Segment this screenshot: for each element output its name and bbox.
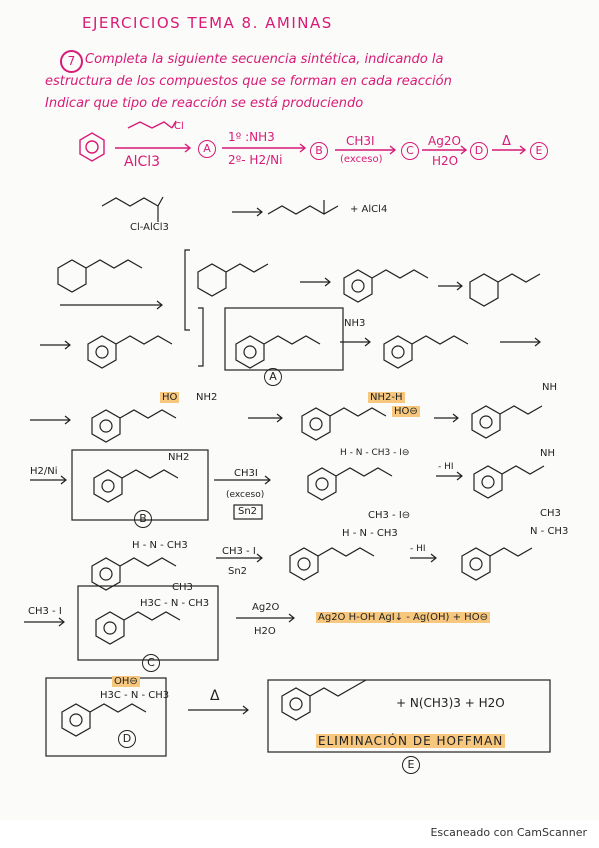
compound-b-marker: B <box>310 142 328 160</box>
quaternary-ammonium-label: H3C - N - CH3 <box>140 598 210 609</box>
question-number: 7 <box>60 50 83 73</box>
imine-label: NH <box>542 382 557 393</box>
aminium-label: NH2-H <box>368 392 405 403</box>
catalyst-label: AlCl3 <box>124 154 161 170</box>
silver-oxide-label: Ag2O <box>252 602 280 613</box>
scanner-watermark: Escaneado con CamScanner <box>430 826 587 839</box>
quaternary-top-methyl: CH3 <box>172 582 193 593</box>
instruction-line-3: Indicar que tipo de reacción se está pro… <box>45 96 364 111</box>
tertiary-amine-label: N - CH3 <box>530 526 569 537</box>
page-title: EJERCICIOS TEMA 8. AMINAS <box>82 14 333 32</box>
hoffman-elimination-title: ELIMINACIÓN DE HOFFMAN <box>316 734 506 748</box>
compound-e-box-label: E <box>402 756 420 774</box>
scanner-footer <box>0 820 599 848</box>
minus-hi-label: - HI <box>438 462 454 472</box>
hydroxide-label: HO⊖ <box>392 406 420 417</box>
notebook-page <box>0 0 599 820</box>
minus-hi-label-2: - HI <box>410 544 426 554</box>
iodide-ion-label: CH3 - I⊖ <box>368 510 411 521</box>
acyl-chloride-label: Cl <box>174 121 184 132</box>
hydrogenation-label: H2/Ni <box>30 466 58 477</box>
amine-label: NH2 <box>196 392 218 403</box>
primary-amine-label: NH2 <box>168 452 190 463</box>
ammonia-label: NH3 <box>344 318 366 329</box>
step3-bottom-label: (exceso) <box>340 154 383 165</box>
compound-b-box-label: B <box>134 510 152 528</box>
step4-top-label: Ag2O <box>428 134 461 148</box>
hydroxide-counterion: OH⊖ <box>112 676 140 687</box>
methyl-iodide-label-2: CH3 - I <box>222 546 256 557</box>
hydroxyl-label: HO <box>160 392 180 403</box>
secondary-amine-structure: H - N - CH3 <box>132 540 188 551</box>
water-label: H2O <box>254 626 276 637</box>
compound-d-marker: D <box>470 142 488 160</box>
instruction-line-1: Completa la siguiente secuencia sintétic… <box>85 52 444 67</box>
step3-top-label: CH3I <box>346 134 375 148</box>
complex-label: Cl-AlCl3 <box>130 222 169 233</box>
silver-equation: Ag2O H-OH AgI↓ - Ag(OH) + HO⊖ <box>316 612 490 623</box>
ammonium-n-label: H - N - CH3 <box>342 528 398 539</box>
sn2-label: Sn2 <box>238 506 258 517</box>
compound-e-marker: E <box>530 142 548 160</box>
methylammonium-label: H - N - CH3 - I⊖ <box>340 448 410 458</box>
step2-bottom-label: 2º- H2/Ni <box>228 153 283 167</box>
sn2-label-2: Sn2 <box>228 566 248 577</box>
step5-top-label: Δ <box>502 134 511 149</box>
elimination-products: + N(CH3)3 + H2O <box>396 696 505 710</box>
step4-bottom-label: H2O <box>432 154 459 168</box>
compound-d-box-label: D <box>118 730 136 748</box>
instruction-line-2: estructura de los compuestos que se form… <box>45 74 452 89</box>
quaternary-n-label: H3C - N - CH3 <box>100 690 170 701</box>
step2-top-label: 1º :NH3 <box>228 130 275 144</box>
tertiary-methyl-label: CH3 <box>540 508 561 519</box>
heat-label: Δ <box>210 688 220 704</box>
secondary-amine-label: NH <box>540 448 555 459</box>
methyl-iodide-label: CH3I <box>234 468 258 479</box>
compound-a-marker: A <box>198 140 216 158</box>
compound-c-marker: C <box>401 142 419 160</box>
methyl-iodide-label-3: CH3 - I <box>28 606 62 617</box>
excess-label: (exceso) <box>226 490 265 500</box>
aluminate-product: + AlCl4 <box>350 204 388 215</box>
compound-c-box-label: C <box>142 654 160 672</box>
compound-a-box-label: A <box>264 368 282 386</box>
